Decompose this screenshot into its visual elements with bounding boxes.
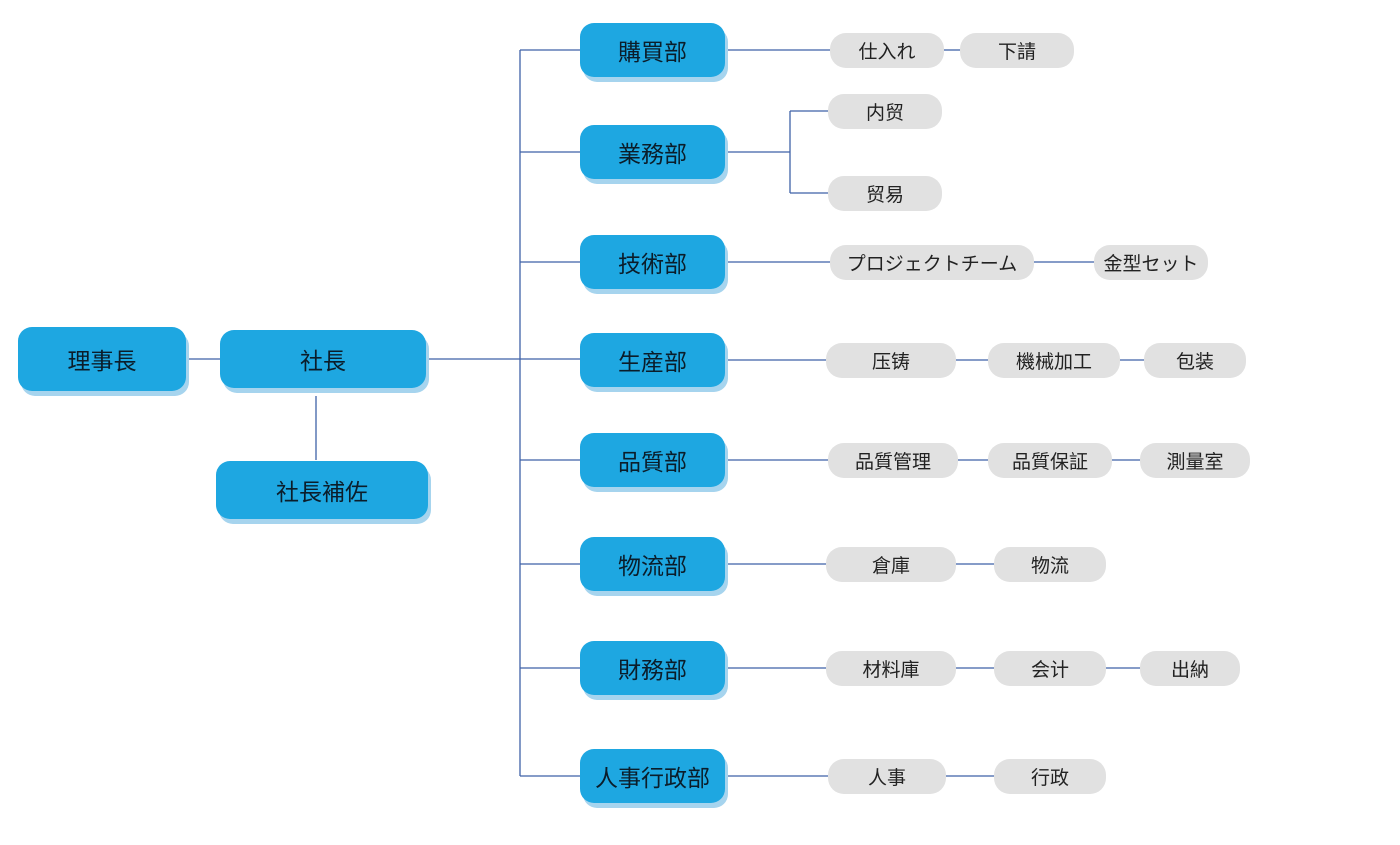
unit-packaging: 包装: [1144, 343, 1246, 378]
dept-technical: 技術部: [580, 235, 725, 289]
unit-quality-assurance: 品質保証: [988, 443, 1112, 478]
dept-business: 業務部: [580, 125, 725, 179]
unit-logistics: 物流: [994, 547, 1106, 582]
president-assistant-node: 社長補佐: [216, 461, 428, 519]
unit-quality-control: 品質管理: [828, 443, 958, 478]
unit-die-casting: 压铸: [826, 343, 956, 378]
unit-warehouse: 倉庫: [826, 547, 956, 582]
unit-trade: 贸易: [828, 176, 942, 211]
unit-mold-set: 金型セット: [1094, 245, 1208, 280]
unit-subcontract: 下請: [960, 33, 1074, 68]
unit-machining: 機械加工: [988, 343, 1120, 378]
unit-accounting: 会计: [994, 651, 1106, 686]
unit-domestic-trade: 内贸: [828, 94, 942, 129]
unit-personnel: 人事: [828, 759, 946, 794]
unit-measurement-room: 測量室: [1140, 443, 1250, 478]
unit-material-storage: 材料庫: [826, 651, 956, 686]
chairman-node: 理事長: [18, 327, 186, 391]
president-node: 社長: [220, 330, 426, 388]
unit-administration: 行政: [994, 759, 1106, 794]
dept-quality: 品質部: [580, 433, 725, 487]
unit-cashier: 出納: [1140, 651, 1240, 686]
dept-logistics: 物流部: [580, 537, 725, 591]
dept-production: 生産部: [580, 333, 725, 387]
dept-purchasing: 購買部: [580, 23, 725, 77]
unit-project-team: プロジェクトチーム: [830, 245, 1034, 280]
dept-finance: 財務部: [580, 641, 725, 695]
dept-hr-admin: 人事行政部: [580, 749, 725, 803]
unit-purchasing: 仕入れ: [830, 33, 944, 68]
